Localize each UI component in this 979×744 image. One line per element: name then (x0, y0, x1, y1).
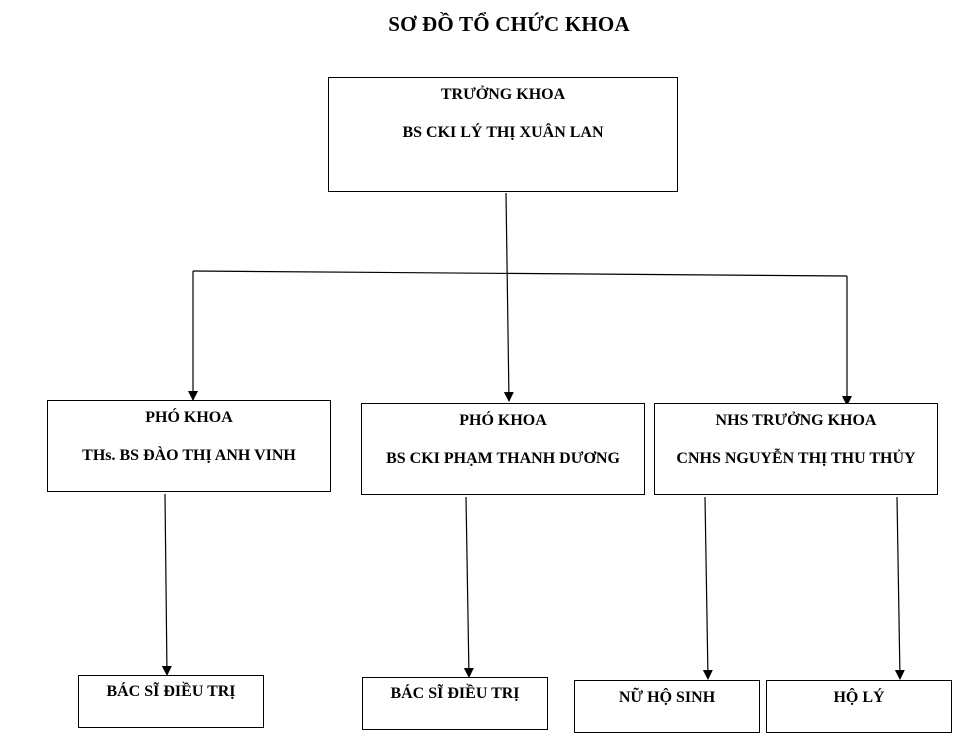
page-title: SƠ ĐỒ TỔ CHỨC KHOA (388, 12, 630, 36)
deputy-1-role: PHÓ KHOA (145, 409, 233, 426)
connector-vice1-to-doc1 (161, 493, 172, 676)
connector-vice2-to-doc2 (463, 496, 474, 678)
staff-box-midwives: NỮ HỘ SINH (574, 680, 760, 733)
head-midwife-name: CNHS NGUYỄN THỊ THU THỦY (676, 450, 916, 467)
staff-orderlies-label: HỘ LÝ (833, 689, 885, 706)
connector-nhs-to-midwife (702, 496, 713, 680)
deputy-box-1: PHÓ KHOA THs. BS ĐÀO THỊ ANH VINH (47, 400, 331, 492)
deputy-box-2: PHÓ KHOA BS CKI PHẠM THANH DƯƠNG (361, 403, 645, 495)
staff-box-doctors-1: BÁC SĨ ĐIỀU TRỊ (78, 675, 264, 728)
deputy-2-role: PHÓ KHOA (459, 412, 547, 429)
connector-head-to-vice2 (503, 192, 514, 402)
staff-box-orderlies: HỘ LÝ (766, 680, 952, 733)
staff-doctors-2-label: BÁC SĨ ĐIỀU TRỊ (390, 685, 520, 702)
deputy-2-name: BS CKI PHẠM THANH DƯƠNG (386, 450, 620, 467)
connector-horizontal (192, 270, 848, 277)
head-role: TRƯỞNG KHOA (440, 86, 566, 103)
head-midwife-role: NHS TRƯỞNG KHOA (715, 412, 877, 429)
connector-nhs-to-orderly (894, 496, 905, 680)
head-name: BS CKI LÝ THỊ XUÂN LAN (402, 124, 604, 141)
head-of-department-box: TRƯỞNG KHOA BS CKI LÝ THỊ XUÂN LAN (328, 77, 678, 192)
staff-doctors-1-label: BÁC SĨ ĐIỀU TRỊ (106, 683, 236, 700)
head-midwife-box: NHS TRƯỞNG KHOA CNHS NGUYỄN THỊ THU THỦY (654, 403, 938, 495)
staff-box-doctors-2: BÁC SĨ ĐIỀU TRỊ (362, 677, 548, 730)
deputy-1-name: THs. BS ĐÀO THỊ ANH VINH (82, 447, 296, 464)
staff-midwives-label: NỮ HỘ SINH (618, 689, 716, 706)
